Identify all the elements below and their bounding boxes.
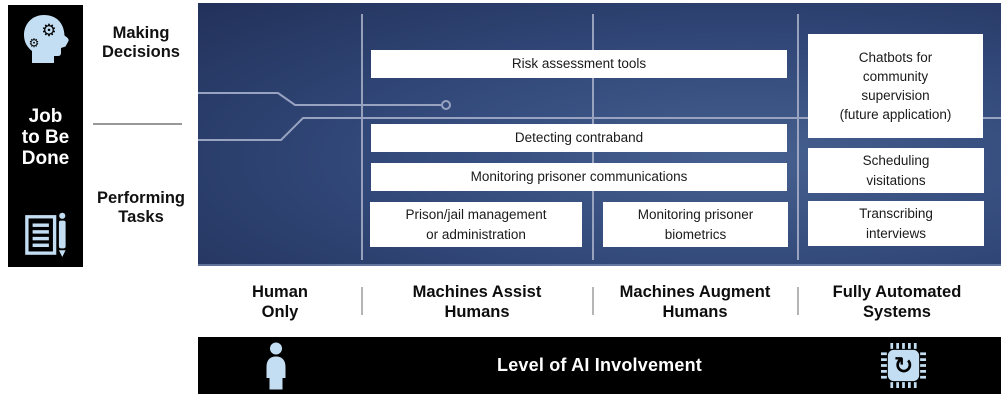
axis-label-line: Human bbox=[252, 283, 308, 301]
app-box-monitoring-biometrics: Monitoring prisoner biometrics bbox=[603, 202, 788, 247]
row-label-performing-tasks: Performing Tasks bbox=[85, 189, 197, 228]
axis-label-line: Machines Assist bbox=[412, 283, 542, 301]
column-divider bbox=[361, 14, 363, 260]
job-to-be-done-sidebar: ⚙ ⚙ Job to Be Done bbox=[8, 5, 83, 267]
sidebar-title: Job to Be Done bbox=[22, 106, 70, 170]
app-box-risk-assessment: Risk assessment tools bbox=[371, 50, 787, 78]
axis-label-fully-automated: Fully Automated Systems bbox=[817, 283, 977, 323]
row-label-line: Making bbox=[112, 24, 170, 42]
app-box-label: biometrics bbox=[664, 226, 727, 242]
row-separator-line bbox=[93, 123, 182, 125]
axis-label-line: Systems bbox=[863, 302, 931, 321]
axis-title: Level of AI Involvement bbox=[497, 355, 702, 375]
sidebar-title-line: Done bbox=[21, 148, 70, 170]
app-box-label: Scheduling bbox=[862, 153, 930, 169]
circuit-node bbox=[441, 100, 451, 110]
app-box-label: (future application) bbox=[839, 107, 952, 123]
circuit-trace-lower bbox=[198, 117, 1001, 141]
axis-tick bbox=[361, 287, 363, 315]
app-box-label: community bbox=[862, 68, 929, 84]
chip-icon: ↻ bbox=[881, 343, 926, 393]
column-divider bbox=[797, 14, 799, 260]
axis-label-human-only: Human Only bbox=[200, 283, 360, 323]
app-box-transcribing-interviews: Transcribing interviews bbox=[808, 201, 984, 246]
matrix-panel: Risk assessment tools Detecting contraba… bbox=[198, 3, 1001, 266]
cycle-arrows-icon: ↻ bbox=[894, 351, 914, 379]
app-box-label: Prison/jail management bbox=[405, 207, 547, 223]
gear-icon: ⚙ bbox=[41, 21, 56, 41]
person-icon bbox=[258, 342, 294, 395]
app-box-detecting-contraband: Detecting contraband bbox=[371, 124, 787, 152]
sidebar-title-line: Job bbox=[28, 105, 63, 127]
axis-label-line: Fully Automated bbox=[832, 283, 962, 301]
axis-tick bbox=[592, 287, 594, 315]
app-box-prison-management: Prison/jail management or administration bbox=[370, 202, 582, 247]
row-label-line: Performing bbox=[96, 189, 185, 207]
axis-label-line: Humans bbox=[444, 302, 510, 321]
app-box-label: supervision bbox=[861, 88, 930, 103]
circuit-traces bbox=[198, 92, 1001, 141]
app-box-label: Monitoring prisoner communications bbox=[470, 169, 688, 185]
app-box-label: Transcribing bbox=[859, 206, 933, 222]
app-box-chatbots: Chatbots for community supervision (futu… bbox=[808, 34, 983, 138]
axis-label-line: Machines Augment bbox=[619, 283, 771, 301]
app-box-label: Detecting contraband bbox=[514, 130, 644, 146]
app-box-monitoring-communications: Monitoring prisoner communications bbox=[371, 163, 787, 191]
app-box-label: Monitoring prisoner bbox=[637, 207, 754, 223]
document-pen-icon bbox=[24, 212, 66, 257]
row-label-line: Decisions bbox=[102, 43, 180, 62]
app-box-label: Chatbots for bbox=[858, 49, 933, 65]
app-box-label: interviews bbox=[865, 225, 927, 241]
axis-tick bbox=[797, 287, 799, 315]
axis-label-line: Only bbox=[261, 302, 299, 321]
app-box-label: Risk assessment tools bbox=[511, 56, 647, 72]
row-label-line: Tasks bbox=[118, 208, 164, 227]
ai-involvement-bar: Level of AI Involvement ↻ bbox=[198, 337, 1001, 394]
app-box-label: or administration bbox=[426, 226, 526, 242]
head-gears-icon: ⚙ ⚙ bbox=[23, 15, 69, 63]
app-box-label: visitations bbox=[866, 172, 926, 188]
axis-label-machines-augment: Machines Augment Humans bbox=[605, 283, 785, 323]
circuit-trace-upper bbox=[198, 92, 441, 106]
row-label-making-decisions: Making Decisions bbox=[85, 24, 197, 63]
axis-label-machines-assist: Machines Assist Humans bbox=[397, 283, 557, 323]
axis-label-line: Humans bbox=[662, 302, 728, 321]
app-box-scheduling-visitations: Scheduling visitations bbox=[808, 148, 984, 193]
gear-icon-small: ⚙ bbox=[28, 36, 39, 50]
sidebar-title-line: to Be bbox=[21, 126, 70, 148]
